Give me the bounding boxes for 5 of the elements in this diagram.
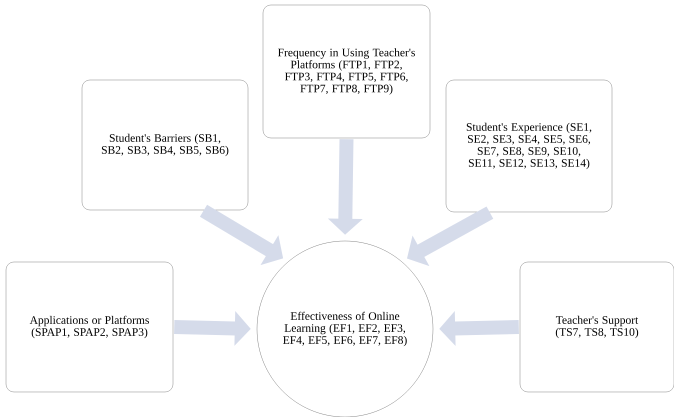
rounded-box: Student's Experience (SE1, SE2, SE3, SE4, SE5, SE6, SE7, SE8, SE9, SE10, SE11, SE12, SE13, SE14) <box>446 80 612 212</box>
rounded-box: Student's Barriers (SB1, SB2, SB3, SB4, SB5, SB6) <box>82 80 248 210</box>
rounded-box: Teacher's Support (TS7, TS8, TS10) <box>520 262 674 392</box>
rounded-box: Applications or Platforms (SPAP1, SPAP2, SPAP3) <box>6 262 174 392</box>
rounded-box: Frequency in Using Teacher's Platforms (FTP1, FTP2, FTP3, FTP4, FTP5, FTP6, FTP7, FTP8, FTP9) <box>262 4 430 138</box>
